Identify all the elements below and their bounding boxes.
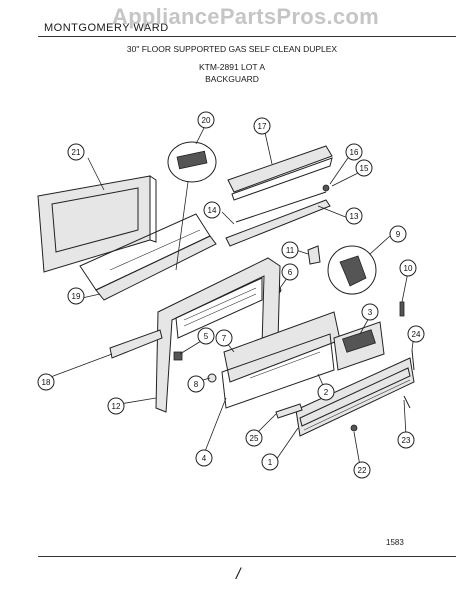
callout-2: 2 (317, 383, 335, 401)
svg-text:11: 11 (286, 246, 295, 255)
callout-20: 20 (197, 111, 215, 129)
part-19-channel (79, 213, 217, 301)
callout-10: 10 (399, 259, 417, 277)
part-9-detail (327, 245, 377, 295)
part-24 (411, 349, 415, 371)
svg-text:16: 16 (350, 148, 359, 157)
svg-text:15: 15 (360, 164, 369, 173)
svg-text:9: 9 (396, 230, 401, 239)
callout-11: 11 (281, 241, 299, 259)
part-17-trim (227, 145, 333, 201)
watermark: AppliancePartsPros.com (112, 4, 380, 29)
part-3-clock (333, 321, 385, 371)
callout-22: 22 (353, 461, 371, 479)
svg-text:22: 22 (358, 466, 367, 475)
callout-16: 16 (345, 143, 363, 161)
svg-text:18: 18 (42, 378, 51, 387)
title-line-2: KTM-2891 LOT A (199, 62, 265, 72)
callout-12: 12 (107, 397, 125, 415)
svg-text:12: 12 (112, 402, 121, 411)
part-18-strip (109, 329, 163, 359)
header-top-rule (38, 36, 456, 37)
brand-label: MONTGOMERY WARD (44, 22, 169, 34)
svg-text:20: 20 (202, 116, 211, 125)
callout-6: 6 (281, 263, 299, 281)
callout-7: 7 (215, 329, 233, 347)
page-number: 1583 (386, 538, 404, 547)
svg-text:1: 1 (268, 458, 273, 467)
svg-text:14: 14 (208, 206, 217, 215)
callout-13: 13 (345, 207, 363, 225)
callout-1: 1 (261, 453, 279, 471)
callout-14: 14 (203, 201, 221, 219)
part-25 (275, 403, 303, 419)
svg-text:6: 6 (288, 268, 293, 277)
callout-17: 17 (253, 117, 271, 135)
callout-21: 21 (67, 143, 85, 161)
callout-5: 5 (197, 327, 215, 345)
svg-text:3: 3 (368, 308, 373, 317)
svg-text:21: 21 (72, 148, 81, 157)
part-23 (403, 395, 411, 409)
callout-8: 8 (187, 375, 205, 393)
svg-text:25: 25 (250, 434, 259, 443)
svg-text:19: 19 (72, 292, 81, 301)
svg-text:7: 7 (222, 334, 227, 343)
part-8 (207, 373, 217, 383)
svg-text:8: 8 (194, 380, 199, 389)
callout-15: 15 (355, 159, 373, 177)
callout-3: 3 (361, 303, 379, 321)
callout-9: 9 (389, 225, 407, 243)
title-line-1: 30" FLOOR SUPPORTED GAS SELF CLEAN DUPLE… (126, 44, 338, 54)
svg-text:23: 23 (402, 436, 411, 445)
part-20-clip (167, 141, 217, 183)
part-5 (173, 351, 183, 361)
callout-24: 24 (407, 325, 425, 343)
svg-text:17: 17 (258, 122, 267, 131)
footer-rule (38, 556, 456, 557)
callout-23: 23 (397, 431, 415, 449)
svg-text:5: 5 (204, 332, 209, 341)
callout-4: 4 (195, 449, 213, 467)
svg-text:24: 24 (412, 330, 421, 339)
part-1-panel (295, 357, 415, 437)
part-11 (307, 245, 321, 265)
callout-18: 18 (37, 373, 55, 391)
part-21-panel (37, 175, 157, 273)
part-22 (350, 424, 358, 432)
part-13-rod (225, 199, 331, 247)
callout-25: 25 (245, 429, 263, 447)
callout-19: 19 (67, 287, 85, 305)
leader-lines (47, 123, 415, 467)
part-10 (399, 301, 405, 317)
footer-mark: / (236, 566, 241, 583)
main-frame (155, 257, 281, 413)
svg-text:2: 2 (324, 388, 329, 397)
svg-text:10: 10 (404, 264, 413, 273)
svg-text:13: 13 (350, 212, 359, 221)
title-line-3: BACKGUARD (205, 74, 259, 84)
svg-text:4: 4 (202, 454, 207, 463)
